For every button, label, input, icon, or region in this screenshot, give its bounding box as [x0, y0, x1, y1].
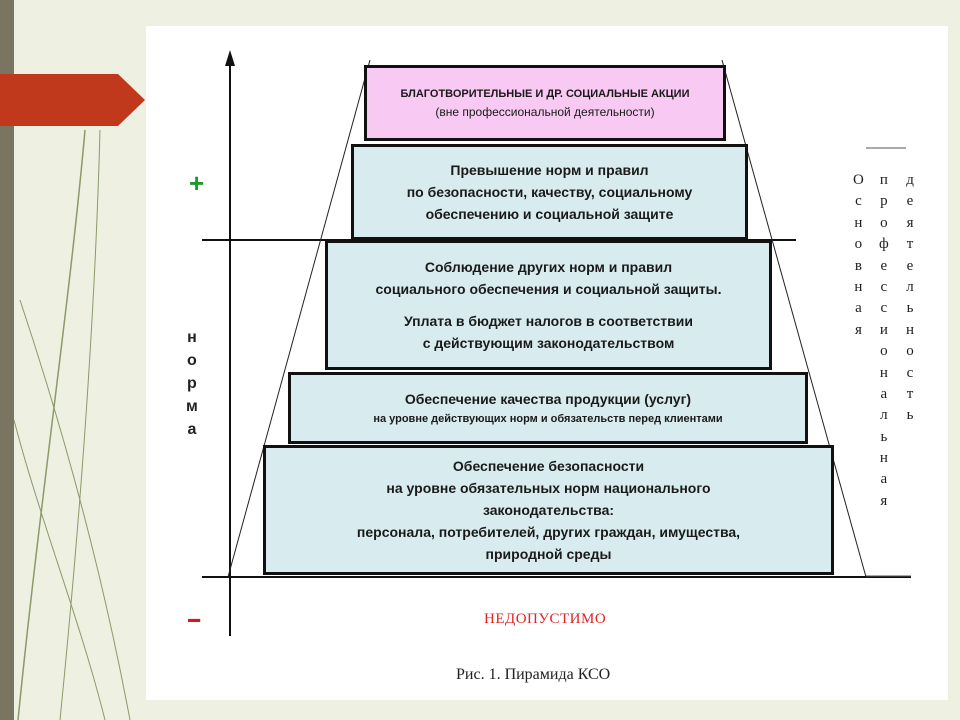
side-letter: я: [880, 492, 888, 509]
level-safety: Обеспечение безопасности на уровне обяза…: [263, 445, 834, 575]
side-letter: н: [879, 450, 888, 467]
level-charity-subtitle: (вне профессиональной деятельности): [435, 105, 655, 119]
side-letter: о: [906, 343, 914, 360]
side-letter: с: [855, 193, 862, 210]
norma-letter: н: [187, 329, 197, 346]
norma-letter: о: [187, 352, 197, 369]
side-letter: о: [854, 236, 863, 253]
side-letter: с: [880, 300, 888, 317]
level-quality-line2: на уровне действующих норм и обязательст…: [373, 413, 723, 425]
side-label-col1: О с н о в н а я: [853, 170, 864, 341]
level-exceeding-line2: по безопасности, качеству, социальному: [406, 184, 693, 200]
side-letter: т: [906, 236, 914, 253]
side-letter: л: [906, 278, 914, 295]
side-letter: я: [906, 214, 914, 231]
level-compliance-line3: Уплата в бюджет налогов в соответствии: [404, 313, 693, 329]
side-letter: о: [880, 214, 888, 231]
side-letter: и: [879, 321, 888, 338]
side-letter: ь: [906, 300, 914, 317]
level-compliance-line1: Соблюдение других норм и правил: [424, 259, 673, 275]
side-letter: д: [906, 172, 914, 188]
level-quality: Обеспечение качества продукции (услуг) н…: [288, 372, 808, 444]
figure-caption: Рис. 1. Пирамида КСО: [456, 666, 611, 683]
left-accent-bar: [0, 0, 14, 720]
level-safety-line4: персонала, потребителей, других граждан,…: [356, 524, 741, 540]
side-letter: л: [880, 407, 888, 424]
side-letter: с: [880, 278, 888, 295]
content-panel: БЛАГОТВОРИТЕЛЬНЫЕ И ДР. СОЦИАЛЬНЫЕ АКЦИИ…: [146, 26, 948, 700]
arrow-tab: [0, 74, 145, 126]
side-letter: ф: [879, 236, 889, 253]
level-exceeding-line1: Превышение норм и правил: [450, 162, 649, 178]
level-compliance-line4: с действующим законодательством: [422, 335, 675, 351]
side-letter: я: [854, 321, 862, 338]
level-safety-line1: Обеспечение безопасности: [452, 458, 645, 474]
side-label-col2: п р о ф е с с и о н а л ь н а я: [879, 170, 889, 512]
level-charity-title: БЛАГОТВОРИТЕЛЬНЫЕ И ДР. СОЦИАЛЬНЫЕ АКЦИИ: [400, 88, 690, 100]
level-compliance: Соблюдение других норм и правил социальн…: [325, 240, 772, 370]
side-letter: е: [906, 193, 914, 210]
side-letter: п: [879, 172, 888, 188]
level-exceeding-norms: Превышение норм и правил по безопасности…: [351, 144, 748, 240]
side-letter: ь: [880, 428, 888, 445]
side-letter: е: [906, 257, 914, 274]
side-letter: н: [854, 214, 863, 231]
level-charity: БЛАГОТВОРИТЕЛЬНЫЕ И ДР. СОЦИАЛЬНЫЕ АКЦИИ…: [364, 65, 726, 141]
side-letter: т: [906, 385, 914, 402]
plus-sign: +: [189, 168, 205, 198]
norma-letter: р: [187, 375, 197, 392]
side-letter: н: [879, 364, 888, 381]
level-quality-line1: Обеспечение качества продукции (услуг): [404, 391, 692, 407]
side-letter: р: [880, 193, 888, 210]
side-letter: а: [880, 385, 888, 402]
side-letter: с: [906, 364, 914, 381]
norma-letter: м: [186, 398, 198, 415]
side-letter: а: [855, 300, 862, 317]
side-letter: н: [906, 321, 915, 338]
decorative-lines: [13, 129, 131, 720]
forbidden-label: НЕДОПУСТИМО: [484, 611, 607, 627]
level-safety-line5: природной среды: [485, 546, 612, 562]
side-letter: а: [880, 471, 888, 488]
level-safety-line3: законодательства:: [482, 502, 615, 518]
side-label-col3: д е я т е л ь н о с т ь: [906, 170, 914, 427]
side-letter: ь: [906, 407, 914, 424]
level-safety-line2: на уровне обязательных норм национальног…: [386, 480, 711, 496]
norma-label: н о р м а: [186, 326, 198, 441]
level-compliance-line2: социального обеспечения и социальной защ…: [375, 281, 722, 297]
side-letter: О: [853, 172, 864, 188]
norma-letter: а: [187, 421, 197, 438]
side-letter: е: [880, 257, 888, 274]
minus-sign: --: [187, 603, 201, 633]
side-letter: в: [854, 257, 862, 274]
side-letter: о: [880, 343, 888, 360]
side-letter: н: [854, 278, 863, 295]
level-exceeding-line3: обеспечению и социальной защите: [425, 206, 674, 222]
